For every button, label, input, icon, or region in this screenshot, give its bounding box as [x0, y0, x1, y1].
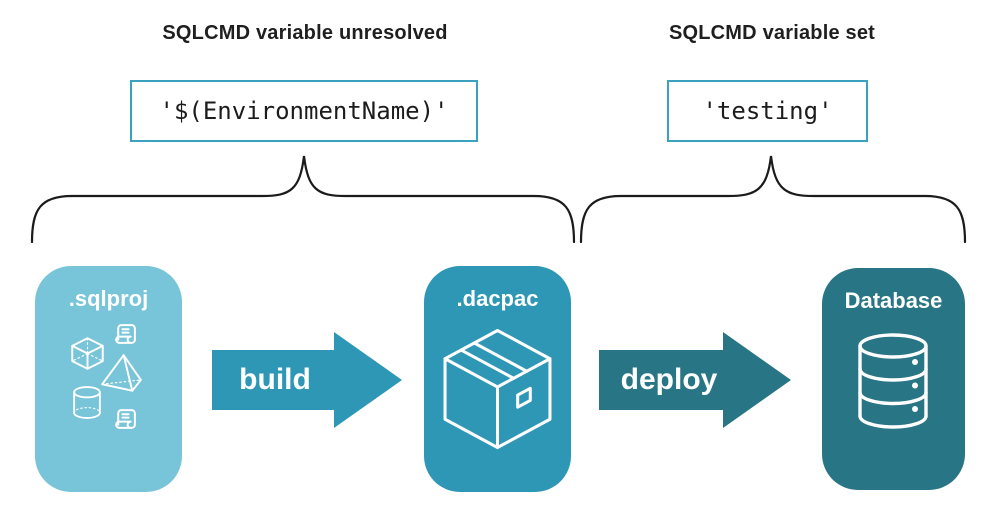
- heading-sqlcmd-unresolved: SQLCMD variable unresolved: [162, 22, 448, 44]
- code-environment-name: '$(EnvironmentName)': [159, 97, 449, 125]
- right-brace: [579, 155, 967, 244]
- code-testing: 'testing': [702, 97, 833, 125]
- code-box-testing: 'testing': [667, 80, 868, 142]
- code-box-environment-name: '$(EnvironmentName)': [130, 80, 478, 142]
- card-sqlproj: .sqlproj: [35, 266, 182, 492]
- card-database: Database: [822, 268, 965, 490]
- card-database-label: Database: [844, 288, 943, 313]
- card-sqlproj-label: .sqlproj: [68, 286, 149, 311]
- scroll-icon: [115, 324, 136, 344]
- deploy-arrow-label: deploy: [620, 363, 718, 396]
- package-box-icon: [443, 328, 552, 450]
- build-arrow: build: [212, 332, 402, 428]
- card-dacpac-label: .dacpac: [456, 286, 539, 311]
- database-icon: [858, 333, 928, 429]
- left-brace: [30, 155, 576, 244]
- build-arrow-label: build: [239, 363, 311, 396]
- card-dacpac: .dacpac: [424, 266, 571, 492]
- heading-sqlcmd-set: SQLCMD variable set: [668, 22, 876, 44]
- pyramid-icon: [101, 354, 142, 392]
- deploy-arrow: deploy: [599, 332, 791, 428]
- build-arrow-shape: [212, 332, 402, 428]
- deploy-arrow-shape: [599, 332, 791, 428]
- cylinder-icon: [73, 386, 101, 419]
- scroll-icon: [115, 409, 136, 429]
- cube-icon: [71, 337, 104, 370]
